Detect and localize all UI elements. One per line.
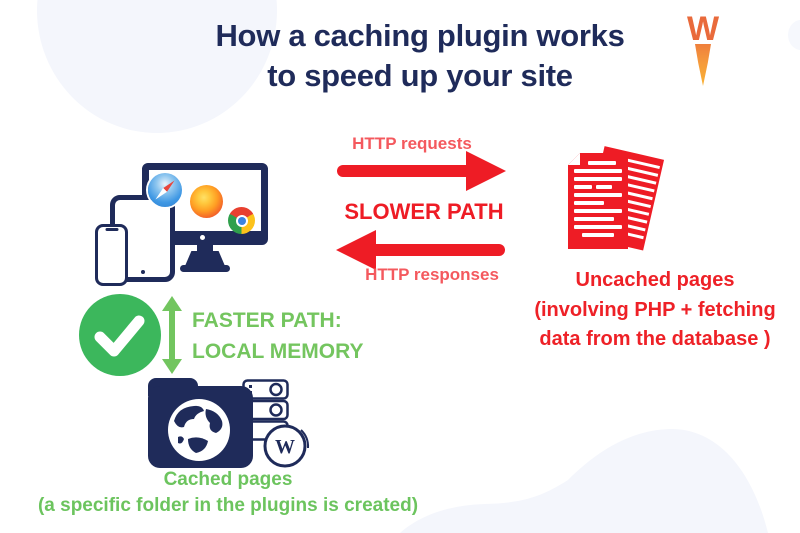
safari-icon [148,173,182,207]
monitor-stand-neck [197,245,213,252]
phone-notch [105,228,118,231]
uncached-documents-icon [568,143,668,255]
uncached-line-3: data from the database ) [539,328,771,350]
cached-line-1: Cached pages [163,469,293,490]
arrow-left-icon [336,230,505,270]
tablet-home-button [140,270,145,274]
double-vertical-arrow-icon [162,296,182,374]
title-line-1: How a caching plugin works [215,18,625,53]
uncached-caption: Uncached pages (involving PHP + fetching… [505,266,800,355]
cached-line-2: (a specific folder in the plugins is cre… [37,495,419,516]
monitor-stand-base [180,265,230,272]
wp-rocket-logo-icon: W [686,10,720,48]
http-responses-label: HTTP responses [365,265,499,284]
wordpress-letter: W [275,436,295,458]
monitor-stand-foot [185,251,225,266]
phone-icon [95,224,128,286]
page-title: How a caching plugin works to speed up y… [120,16,720,96]
chrome-core [237,216,246,225]
faster-path-caption: FASTER PATH: LOCAL MEMORY [192,305,364,367]
chrome-icon [228,207,255,234]
arrow-right-icon [337,151,506,191]
slower-path-label: SLOWER PATH [344,199,504,224]
http-requests-label: HTTP requests [352,134,472,153]
chrome-hub [235,214,248,227]
cached-caption: Cached pages (a specific folder in the p… [0,467,456,519]
firefox-icon [190,185,223,218]
background-blob-bottom-right [400,428,768,533]
faster-line-2: LOCAL MEMORY [192,340,364,363]
title-line-2: to speed up your site [267,58,573,93]
globe-icon [168,399,230,461]
faster-line-1: FASTER PATH: [192,309,342,332]
check-circle-icon [79,294,161,376]
monitor-camera-dot [200,235,205,240]
uncached-line-1: Uncached pages [575,269,735,291]
background-blob-right-edge [788,20,800,50]
wordpress-icon: W [263,424,310,468]
uncached-line-2: (involving PHP + fetching [534,298,776,321]
safari-compass-needle [152,177,177,202]
